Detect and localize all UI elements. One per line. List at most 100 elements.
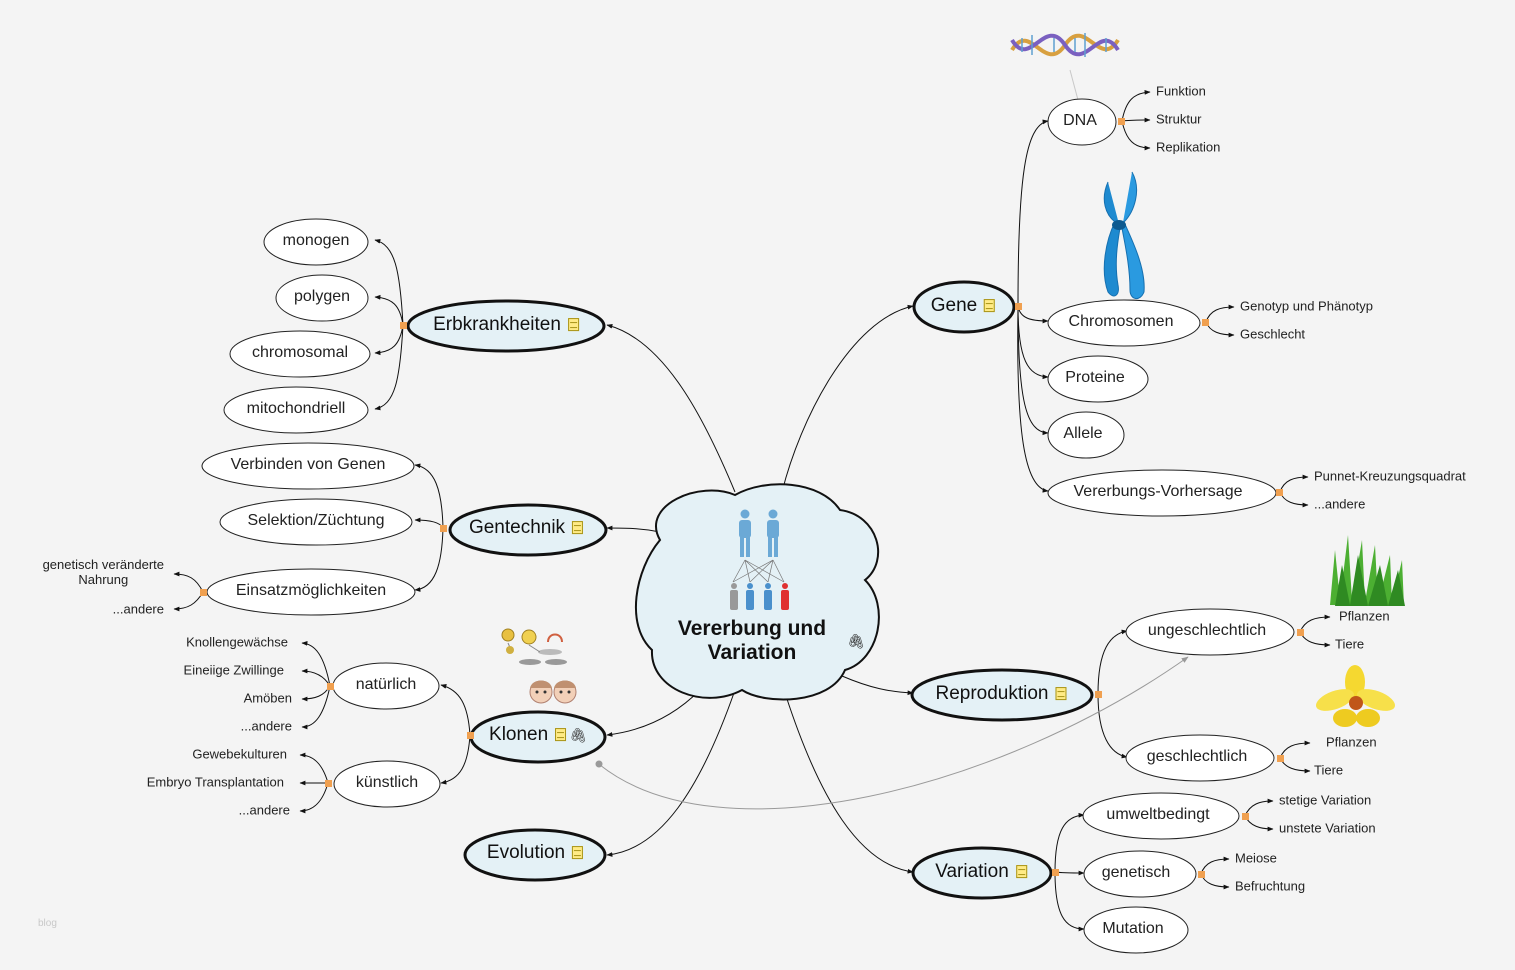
subtopic-mutation-shape[interactable] <box>1083 906 1189 954</box>
connector-einsatz[interactable] <box>200 589 207 596</box>
subtopic-ungeschlechtlich-shape[interactable] <box>1125 608 1295 656</box>
leaf-geschlecht[interactable]: Geschlecht <box>1240 326 1306 342</box>
topic-erbkrankheiten-shape[interactable] <box>406 299 606 353</box>
leaf-genotyp-phaenotyp[interactable]: Genotyp und Phänotyp <box>1240 298 1373 314</box>
subtopic-monogen[interactable]: monogen <box>282 231 350 249</box>
leaf-meiose[interactable]: Meiose <box>1235 850 1277 866</box>
connector-ungeschlechtlich[interactable] <box>1297 629 1304 636</box>
topic-evolution-shape[interactable] <box>463 828 607 882</box>
note-icon[interactable] <box>984 299 996 313</box>
subtopic-monogen-shape[interactable] <box>263 218 369 266</box>
subtopic-mitochondriell-shape[interactable] <box>223 386 369 434</box>
connector-dna[interactable] <box>1118 118 1125 125</box>
leaf-geschlechtlich-pflanzen[interactable]: Pflanzen <box>1326 734 1377 750</box>
leaf-gewebekulturen[interactable]: Gewebekulturen <box>192 746 287 762</box>
subtopic-chromosomal[interactable]: chromosomal <box>251 343 349 361</box>
leaf-natuerlich-andere[interactable]: ...andere <box>240 718 292 734</box>
subtopic-ungeschlechtlich[interactable]: ungeschlechtlich <box>1147 621 1267 639</box>
leaf-vorhersage-andere[interactable]: ...andere <box>1314 496 1366 512</box>
connector-klonen[interactable] <box>467 732 474 739</box>
topic-gentechnik-shape[interactable] <box>448 503 608 557</box>
subtopic-chromosomen[interactable]: Chromosomen <box>1068 312 1174 330</box>
subtopic-proteine-shape[interactable] <box>1047 355 1149 403</box>
leaf-stetige-variation[interactable]: stetige Variation <box>1279 792 1372 808</box>
connector-reproduktion[interactable] <box>1095 691 1102 698</box>
topic-reproduktion-shape[interactable] <box>910 668 1094 722</box>
note-icon[interactable] <box>555 728 567 742</box>
leaf-amoeben[interactable]: Amöben <box>243 690 292 706</box>
note-icon[interactable] <box>1015 865 1027 879</box>
subtopic-geschlechtlich[interactable]: geschlechtlich <box>1146 747 1248 765</box>
leaf-eineiige-zwillinge[interactable]: Eineiige Zwillinge <box>183 662 284 678</box>
attachment-icon[interactable]: 🖇 <box>847 632 865 649</box>
subtopic-allele-shape[interactable] <box>1047 411 1125 459</box>
leaf-struktur[interactable]: Struktur <box>1156 111 1202 127</box>
connector-umweltbedingt[interactable] <box>1242 813 1249 820</box>
connector-kuenstlich[interactable] <box>325 780 332 787</box>
leaf-ungeschlechtlich-tiere[interactable]: Tiere <box>1335 636 1365 652</box>
topic-gene-shape[interactable] <box>912 280 1016 334</box>
subtopic-dna-shape[interactable] <box>1047 98 1117 146</box>
topic-gene[interactable]: Gene <box>931 295 996 317</box>
subtopic-selektion-shape[interactable] <box>219 498 413 546</box>
topic-klonen[interactable]: Klonen🖇 <box>489 724 587 746</box>
connector-gentechnik[interactable] <box>440 525 447 532</box>
connector-natuerlich[interactable] <box>327 683 334 690</box>
leaf-einsatz-andere[interactable]: ...andere <box>112 601 164 617</box>
subtopic-mitochondriell[interactable]: mitochondriell <box>246 399 346 417</box>
connector-gene[interactable] <box>1015 303 1022 310</box>
note-icon[interactable] <box>1055 687 1067 701</box>
central-topic-shape[interactable] <box>634 483 880 701</box>
subtopic-allele[interactable]: Allele <box>1063 424 1103 442</box>
leaf-knollengewaechse[interactable]: Knollengewächse <box>186 634 288 650</box>
note-icon[interactable] <box>567 318 579 332</box>
subtopic-chromosomal-shape[interactable] <box>229 330 371 378</box>
subtopic-mutation[interactable]: Mutation <box>1102 919 1164 937</box>
subtopic-chromosomen-shape[interactable] <box>1047 299 1201 347</box>
attachment-icon[interactable]: 🖇 <box>569 727 587 744</box>
topic-evolution[interactable]: Evolution <box>487 842 584 864</box>
subtopic-polygen-shape[interactable] <box>275 274 369 322</box>
leaf-funktion[interactable]: Funktion <box>1156 83 1206 99</box>
connector-erbkrankheiten[interactable] <box>400 322 407 329</box>
leaf-kuenstlich-andere[interactable]: ...andere <box>238 802 290 818</box>
leaf-ungeschlechtlich-pflanzen[interactable]: Pflanzen <box>1339 608 1390 624</box>
subtopic-kuenstlich-shape[interactable] <box>333 760 441 808</box>
topic-variation[interactable]: Variation <box>935 861 1027 883</box>
subtopic-selektion-zuechtung[interactable]: Selektion/Züchtung <box>247 511 385 529</box>
subtopic-vererbungs-vorhersage[interactable]: Vererbungs-Vorhersage <box>1073 482 1243 500</box>
topic-reproduktion[interactable]: Reproduktion <box>935 683 1067 705</box>
connector-geschlechtlich[interactable] <box>1277 755 1284 762</box>
subtopic-einsatzmoeglichkeiten[interactable]: Einsatzmöglichkeiten <box>235 581 387 599</box>
subtopic-umweltbedingt[interactable]: umweltbedingt <box>1106 805 1210 823</box>
subtopic-genetisch-shape[interactable] <box>1083 850 1197 898</box>
subtopic-verbinden-shape[interactable] <box>201 442 415 490</box>
subtopic-verbinden-von-genen[interactable]: Verbinden von Genen <box>230 455 386 473</box>
leaf-embryo-transplantation[interactable]: Embryo Transplantation <box>146 774 284 790</box>
connector-variation[interactable] <box>1052 869 1059 876</box>
connector-genetisch[interactable] <box>1198 871 1205 878</box>
note-icon[interactable] <box>572 846 584 860</box>
topic-variation-shape[interactable] <box>911 846 1053 900</box>
subtopic-proteine[interactable]: Proteine <box>1065 368 1125 386</box>
topic-erbkrankheiten[interactable]: Erbkrankheiten <box>433 314 579 336</box>
topic-gentechnik[interactable]: Gentechnik <box>469 517 584 539</box>
leaf-unstete-variation[interactable]: unstete Variation <box>1279 820 1376 836</box>
subtopic-dna[interactable]: DNA <box>1063 111 1097 129</box>
leaf-genetisch-veraenderte-nahrung[interactable]: genetisch veränderte Nahrung <box>42 557 164 587</box>
subtopic-kuenstlich[interactable]: künstlich <box>355 773 419 791</box>
subtopic-natuerlich[interactable]: natürlich <box>355 675 417 693</box>
subtopic-umweltbedingt-shape[interactable] <box>1082 792 1240 840</box>
leaf-replikation[interactable]: Replikation <box>1156 139 1221 155</box>
connector-vorhersage[interactable] <box>1276 489 1283 496</box>
subtopic-genetisch[interactable]: genetisch <box>1101 863 1171 881</box>
connector-chromosomen[interactable] <box>1202 319 1209 326</box>
central-topic-title[interactable]: Vererbung und Variation <box>677 616 827 664</box>
leaf-punnet-kreuzungsquadrat[interactable]: Punnet-Kreuzungsquadrat <box>1314 468 1466 484</box>
subtopic-geschlechtlich-shape[interactable] <box>1125 734 1275 782</box>
subtopic-polygen[interactable]: polygen <box>293 287 351 305</box>
leaf-geschlechtlich-tiere[interactable]: Tiere <box>1314 762 1344 778</box>
leaf-befruchtung[interactable]: Befruchtung <box>1235 878 1306 894</box>
note-icon[interactable] <box>572 521 584 535</box>
cloning-image <box>501 628 577 704</box>
